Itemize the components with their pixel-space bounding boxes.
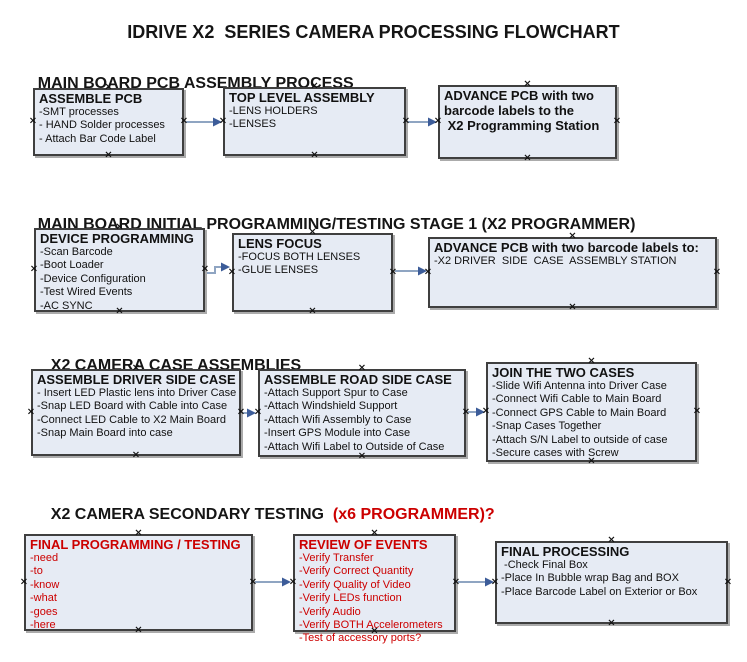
connector-arrow-2 bbox=[408, 117, 437, 127]
flow-box-join-the-two-cases: JOIN THE TWO CASES-Slide Wifi Antenna in… bbox=[486, 362, 697, 462]
box-title: barcode labels to the bbox=[444, 103, 575, 118]
box-line: -what bbox=[30, 592, 57, 605]
box-line: -here bbox=[30, 619, 56, 632]
box-title: ADVANCE PCB with two barcode labels to: bbox=[434, 240, 699, 255]
section-heading-red-text: (x6 PROGRAMMER)? bbox=[328, 506, 495, 523]
box-line: -Connect GPS Cable to Main Board bbox=[492, 406, 667, 419]
box-line: -to bbox=[30, 565, 43, 578]
box-line: -Scan Barcode bbox=[40, 246, 113, 258]
box-title: ADVANCE PCB with two bbox=[444, 88, 594, 103]
flow-box-review-of-events: REVIEW OF EVENTS-Verify Transfer-Verify … bbox=[293, 534, 456, 644]
box-title: X2 Programming Station bbox=[444, 118, 600, 133]
flow-box-final-programming-testing: FINAL PROGRAMMING / TESTING-need-to-know… bbox=[24, 534, 253, 631]
flow-box-final-processing: FINAL PROCESSING -Check Final Box-Place … bbox=[495, 541, 728, 624]
box-title: REVIEW OF EVENTS bbox=[299, 537, 428, 552]
box-line: -Verify Transfer bbox=[299, 552, 374, 564]
box-line: -GLUE LENSES bbox=[238, 264, 319, 277]
flow-box-assemble-road-side-case: ASSEMBLE ROAD SIDE CASE-Attach Support S… bbox=[258, 369, 466, 457]
box-line: -Snap Cases Together bbox=[492, 420, 602, 433]
box-line: -Snap LED Board with Cable into Case bbox=[37, 400, 228, 413]
box-line: -Test of accessory ports? bbox=[299, 632, 422, 645]
box-line: -SMT processes bbox=[39, 106, 119, 118]
box-line: -Insert GPS Module into Case bbox=[264, 427, 411, 440]
flow-box-advance-pcb-to-driver-side-station: ADVANCE PCB with two barcode labels to:-… bbox=[428, 237, 717, 308]
box-line: -need bbox=[30, 552, 59, 564]
box-line: -Place In Bubble wrap Bag and BOX bbox=[501, 572, 679, 585]
connector-arrow-7 bbox=[255, 577, 291, 587]
box-line: -Slide Wifi Antenna into Driver Case bbox=[492, 380, 667, 392]
box-line: -Device Configuration bbox=[40, 272, 146, 285]
box-line: -Attach Support Spur to Case bbox=[264, 387, 408, 399]
box-line: - Attach Bar Code Label bbox=[39, 132, 156, 145]
page-title: IDRIVE X2 SERIES CAMERA PROCESSING FLOWC… bbox=[127, 22, 620, 42]
box-line: -Verify BOTH Accelerometers bbox=[299, 619, 443, 632]
connector-arrow-4 bbox=[395, 266, 427, 276]
box-line: -Connect Wifi Cable to Main Board bbox=[492, 393, 662, 406]
box-line: -Secure cases with Screw bbox=[492, 447, 619, 460]
connector-arrow-6 bbox=[468, 407, 485, 417]
box-line: -Test Wired Events bbox=[40, 286, 133, 299]
box-title: FINAL PROCESSING bbox=[501, 544, 630, 559]
box-line: - Insert LED Plastic lens into Driver Ca… bbox=[37, 387, 237, 399]
box-line: -LENSES bbox=[229, 118, 277, 131]
box-title: ASSEMBLE PCB bbox=[39, 91, 143, 106]
box-title: LENS FOCUS bbox=[238, 236, 322, 251]
box-line: -Check Final Box bbox=[501, 559, 588, 571]
flow-box-assemble-pcb: ASSEMBLE PCB-SMT processes- HAND Solder … bbox=[33, 88, 184, 156]
flow-box-assemble-driver-side-case: ASSEMBLE DRIVER SIDE CASE- Insert LED Pl… bbox=[31, 369, 241, 456]
box-line: -Attach S/N Label to outside of case bbox=[492, 433, 668, 446]
flow-box-lens-focus: LENS FOCUS-FOCUS BOTH LENSES-GLUE LENSES bbox=[232, 233, 393, 312]
section-heading-4: X2 CAMERA SECONDARY TESTING (x6 PROGRAMM… bbox=[33, 488, 495, 542]
box-line: -know bbox=[30, 578, 60, 591]
box-line: - HAND Solder processes bbox=[39, 119, 165, 132]
box-line: -Snap Main Board into case bbox=[37, 427, 173, 440]
box-line: -Attach Wifi Label to Outside of Case bbox=[264, 440, 445, 453]
box-line: -FOCUS BOTH LENSES bbox=[238, 251, 361, 263]
box-title: ASSEMBLE DRIVER SIDE CASE bbox=[37, 372, 236, 387]
box-line: -Attach Windshield Support bbox=[264, 400, 398, 413]
section-heading-text: X2 CAMERA SECONDARY TESTING bbox=[50, 506, 329, 523]
box-line: -Place Barcode Label on Exterior or Box bbox=[501, 585, 698, 598]
box-line: -Boot Loader bbox=[40, 259, 104, 272]
box-line: -Connect LED Cable to X2 Main Board bbox=[37, 413, 226, 426]
connector-arrow-3 bbox=[207, 262, 230, 274]
box-line: -Verify LEDs function bbox=[299, 592, 402, 605]
connector-arrow-8 bbox=[458, 577, 494, 587]
box-line: -goes bbox=[30, 605, 58, 618]
box-line: -Verify Quality of Video bbox=[299, 578, 411, 591]
box-title: ASSEMBLE ROAD SIDE CASE bbox=[264, 372, 452, 387]
box-line: -AC SYNC bbox=[40, 299, 93, 312]
connector-arrow-5 bbox=[243, 408, 256, 418]
flow-box-top-level-assembly: TOP LEVEL ASSEMBLY-LENS HOLDERS-LENSES bbox=[223, 87, 406, 156]
box-line: -Verify Correct Quantity bbox=[299, 565, 414, 578]
box-title: DEVICE PROGRAMMING bbox=[40, 231, 194, 246]
box-title: JOIN THE TWO CASES bbox=[492, 365, 635, 380]
connector-arrow-1 bbox=[186, 117, 222, 127]
box-line: -Attach Wifi Assembly to Case bbox=[264, 413, 412, 426]
box-line: -Verify Audio bbox=[299, 605, 361, 618]
box-line: -X2 DRIVER SIDE CASE ASSEMBLY STATION bbox=[434, 255, 677, 267]
box-title: TOP LEVEL ASSEMBLY bbox=[229, 90, 375, 105]
box-title: FINAL PROGRAMMING / TESTING bbox=[30, 537, 241, 552]
box-line: -LENS HOLDERS bbox=[229, 105, 318, 117]
flow-box-device-programming: DEVICE PROGRAMMING-Scan Barcode-Boot Loa… bbox=[34, 228, 205, 312]
